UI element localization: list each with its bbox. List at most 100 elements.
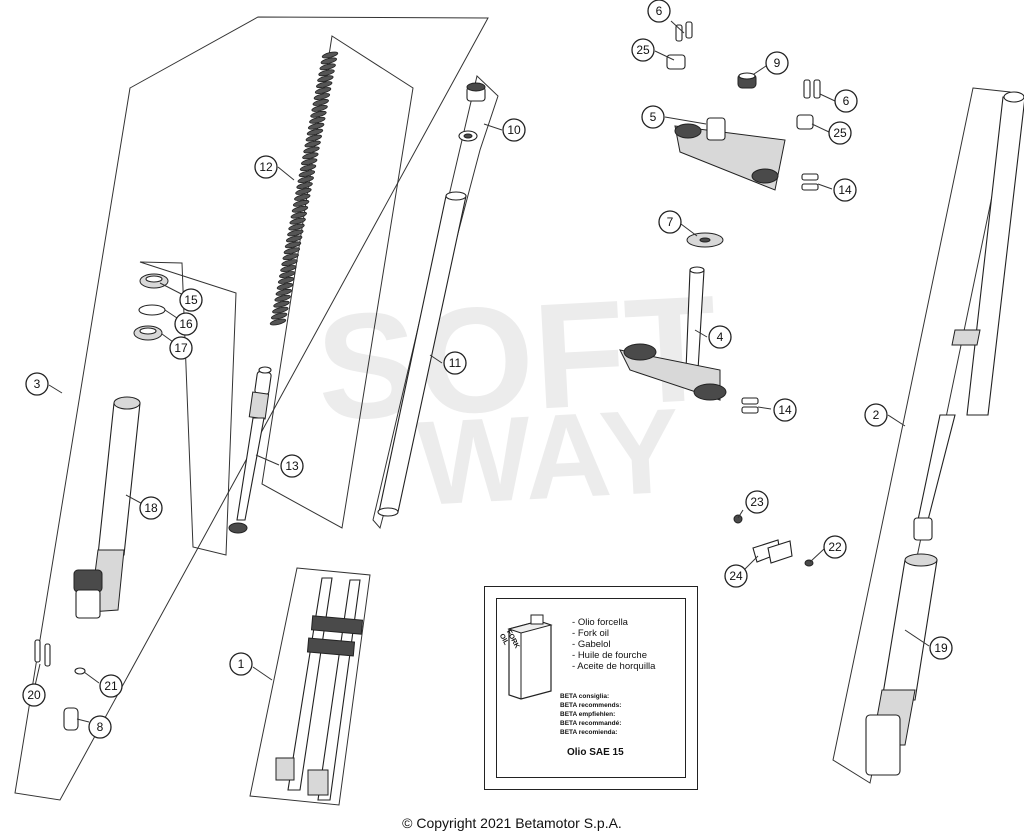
spring-coil <box>297 176 314 184</box>
spring-coil <box>320 57 338 65</box>
svg-text:16: 16 <box>179 317 193 331</box>
svg-text:25: 25 <box>833 126 847 140</box>
bottom-triple-clamp <box>619 266 759 414</box>
svg-text:2: 2 <box>873 408 880 422</box>
callout-23: 23 <box>745 490 769 514</box>
spring-coil <box>306 128 324 136</box>
callout-6-right: 6 <box>834 89 858 113</box>
svg-text:18: 18 <box>144 501 158 515</box>
callout-13: 13 <box>280 454 304 478</box>
spring-coil <box>277 277 295 284</box>
beta-recommend-it: BETA consiglia: <box>560 693 610 700</box>
hose-clips <box>733 514 814 567</box>
callout-3: 3 <box>25 372 49 396</box>
small-hardware <box>34 639 86 731</box>
callout-7: 7 <box>658 210 682 234</box>
beta-recommend-de: BETA empfiehlen: <box>560 711 616 718</box>
spring-coil <box>312 99 329 106</box>
svg-text:24: 24 <box>729 569 743 583</box>
svg-text:12: 12 <box>259 160 273 174</box>
svg-text:25: 25 <box>636 43 650 57</box>
spring-coil <box>288 223 305 231</box>
spring-coil <box>283 247 301 255</box>
callout-17: 17 <box>169 336 193 360</box>
callout-12: 12 <box>254 155 278 179</box>
spring-coil <box>311 104 328 112</box>
fork-oil-info-box: FORK OIL Olio forcella Fork oil Gabelol … <box>484 586 698 790</box>
spring-coil <box>314 87 332 95</box>
svg-text:10: 10 <box>507 123 521 137</box>
callout-22: 22 <box>823 535 847 559</box>
callout-6-top: 6 <box>647 0 671 23</box>
spring-coil <box>287 229 304 237</box>
spring-coil <box>296 182 313 189</box>
spring-coil <box>307 122 325 130</box>
cartridge-rod <box>228 366 272 534</box>
stem-nut <box>737 72 757 89</box>
stem-washer <box>686 232 724 248</box>
spring-coil <box>301 158 318 166</box>
svg-text:21: 21 <box>104 679 118 693</box>
callout-9: 9 <box>765 51 789 75</box>
callout-4: 4 <box>708 325 732 349</box>
spring-coil <box>276 282 294 290</box>
spring-coil <box>282 253 299 261</box>
spring-coil <box>319 63 336 71</box>
callout-1: 1 <box>229 652 253 676</box>
callout-14-bottom: 14 <box>773 398 797 422</box>
callout-14-top: 14 <box>833 178 857 202</box>
oil-translation-it: Olio forcella <box>572 617 655 628</box>
spring-coil <box>316 81 333 89</box>
svg-text:4: 4 <box>717 330 724 344</box>
spring-coil <box>289 217 306 225</box>
inner-tube <box>377 191 467 517</box>
spring-coil <box>281 259 298 267</box>
svg-text:8: 8 <box>97 720 104 734</box>
svg-text:13: 13 <box>285 459 299 473</box>
spring-coil <box>292 199 310 207</box>
beta-recommend-lines: BETA consiglia: BETA recommends: BETA em… <box>560 692 621 737</box>
callout-25-right: 25 <box>828 121 852 145</box>
seal-set <box>133 273 169 341</box>
spring-coil <box>291 205 309 213</box>
svg-text:14: 14 <box>778 403 792 417</box>
callout-10: 10 <box>502 118 526 142</box>
clamp-bolts <box>675 21 821 191</box>
bracket-cartridge <box>261 35 414 529</box>
spring-coil <box>285 235 303 243</box>
spring-coil <box>310 110 327 118</box>
callout-15: 15 <box>179 288 203 312</box>
spring-coil <box>295 188 312 195</box>
bracket-complete-fork <box>249 567 371 806</box>
spring-coil <box>318 69 335 77</box>
spring-coil <box>299 164 317 172</box>
svg-text:1: 1 <box>238 657 245 671</box>
callout-8: 8 <box>88 715 112 739</box>
oil-translation-en: Fork oil <box>572 628 655 639</box>
callout-16: 16 <box>174 312 198 336</box>
spring-coil <box>309 116 326 124</box>
oil-translation-es: Aceite de horquilla <box>572 661 655 672</box>
oil-info-inner-frame: FORK OIL Olio forcella Fork oil Gabelol … <box>496 598 686 778</box>
bracket-seals <box>139 261 237 556</box>
fork-spring <box>269 51 339 326</box>
svg-text:20: 20 <box>27 688 41 702</box>
spring-coil <box>274 294 291 302</box>
spring-coil <box>284 241 302 249</box>
svg-text:22: 22 <box>828 540 842 554</box>
spring-coil <box>302 152 319 160</box>
callout-2: 2 <box>864 403 888 427</box>
callout-21: 21 <box>99 674 123 698</box>
outer-leg-right <box>865 91 1024 776</box>
fork-cap <box>458 82 486 142</box>
svg-text:17: 17 <box>174 341 188 355</box>
spring-coil <box>317 75 334 83</box>
spring-coil <box>298 170 316 178</box>
svg-text:5: 5 <box>650 110 657 124</box>
beta-recommend-fr: BETA recommandé: <box>560 720 622 727</box>
svg-text:6: 6 <box>843 94 850 108</box>
svg-text:7: 7 <box>667 215 674 229</box>
beta-recommend-en: BETA recommends: <box>560 702 622 709</box>
svg-text:6: 6 <box>656 4 663 18</box>
